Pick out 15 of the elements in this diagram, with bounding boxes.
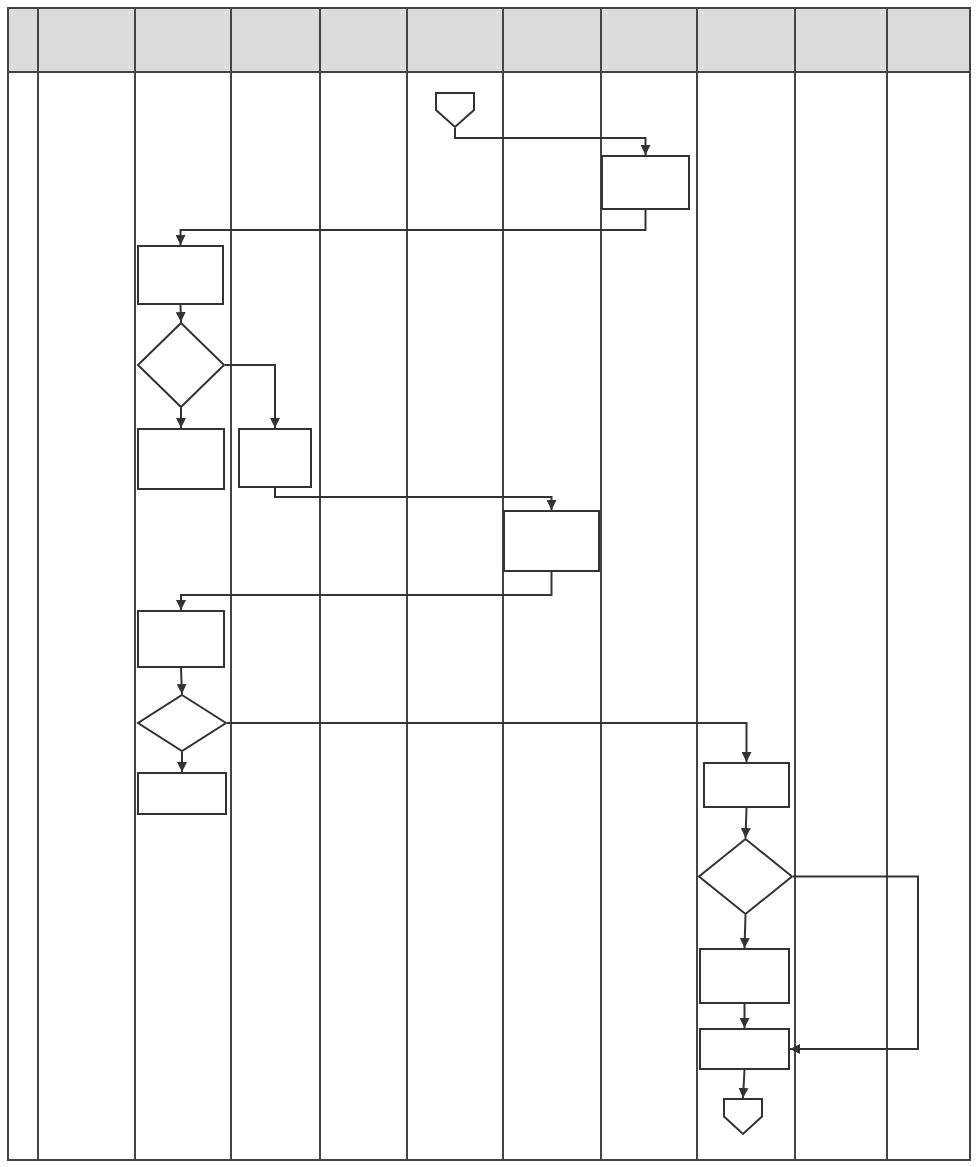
process-box: [601, 155, 690, 210]
process-box: [137, 428, 225, 490]
process-box: [238, 428, 312, 488]
process-box: [703, 762, 790, 808]
process-box: [699, 948, 790, 1004]
decision-diamond: [698, 838, 793, 915]
off-page-connector: [723, 1098, 763, 1135]
off-page-connector: [435, 92, 475, 128]
process-box: [137, 610, 225, 668]
decision-diamond: [137, 694, 227, 752]
decision-diamond: [137, 322, 225, 408]
process-box: [137, 245, 224, 305]
process-box: [699, 1028, 790, 1070]
process-box: [137, 772, 227, 815]
process-box: [503, 510, 600, 572]
